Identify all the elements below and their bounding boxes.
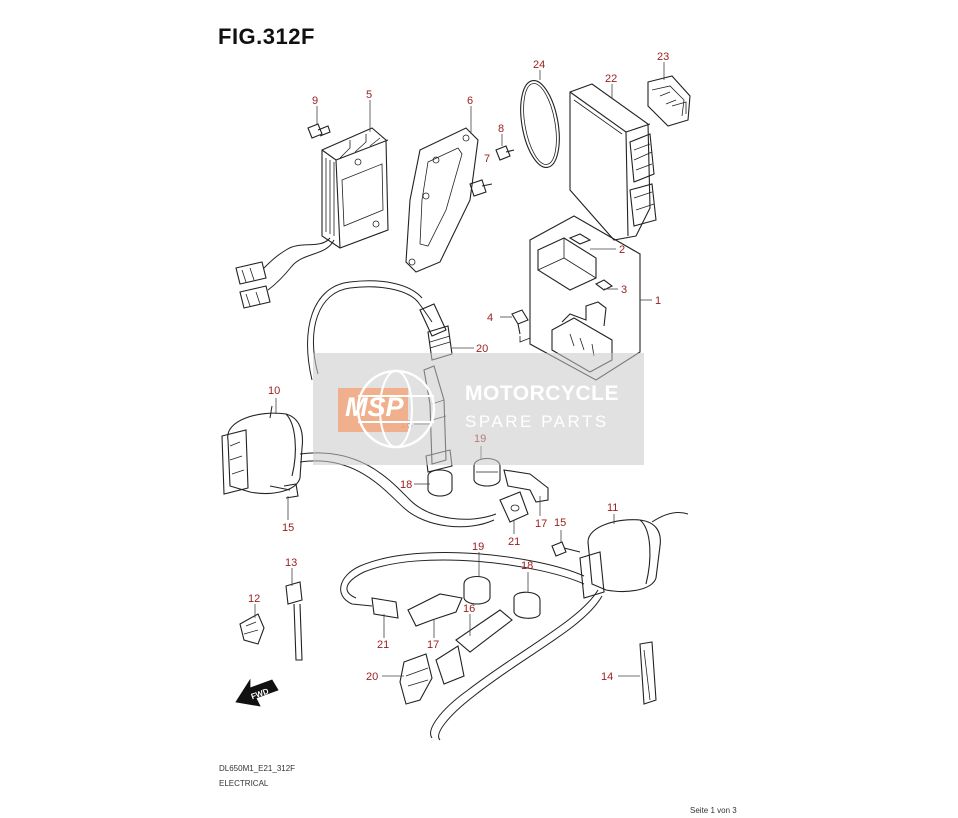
callout-12: 12 — [248, 593, 260, 605]
connector-23 — [647, 75, 691, 127]
callout-14: 14 — [601, 671, 613, 683]
bolts-7-8 — [469, 145, 515, 197]
callout-18b: 18 — [521, 560, 533, 572]
callout-20b: 20 — [366, 671, 378, 683]
callout-2: 2 — [619, 244, 625, 256]
callout-21a: 21 — [508, 536, 520, 548]
callout-15a: 15 — [282, 522, 294, 534]
callout-3: 3 — [621, 284, 627, 296]
callout-16b: 16 — [463, 603, 475, 615]
o-ring-24 — [520, 80, 560, 168]
bolt-15-left — [269, 483, 299, 499]
lower-boot-parts — [371, 575, 541, 705]
callout-1: 1 — [655, 295, 661, 307]
figure-title: FIG.312F — [218, 24, 315, 49]
cable-tie-13 — [285, 581, 303, 661]
callout-15b: 15 — [554, 517, 566, 529]
watermark-subtitle: SPARE PARTS — [465, 412, 609, 431]
callout-19b: 19 — [472, 541, 484, 553]
watermark-globe-icon — [338, 369, 436, 449]
callout-4: 4 — [487, 312, 493, 324]
callout-11: 11 — [607, 502, 618, 514]
ecm-22 — [569, 83, 657, 241]
footer-section: ELECTRICAL — [219, 779, 269, 788]
callout-13: 13 — [285, 557, 297, 569]
callout-17a: 17 — [535, 518, 547, 530]
ignition-coil-10 — [221, 405, 304, 495]
callout-23: 23 — [657, 51, 669, 63]
callout-22: 22 — [605, 73, 617, 85]
callout-17b: 17 — [427, 639, 439, 651]
footer-page: Seite 1 von 3 — [690, 806, 737, 815]
callout-6: 6 — [467, 95, 473, 107]
fwd-arrow-icon: FWD — [235, 678, 279, 707]
callout-5: 5 — [366, 89, 372, 101]
holder-14 — [639, 641, 657, 705]
bracket-6 — [405, 127, 479, 273]
callout-8: 8 — [498, 123, 504, 135]
callout-18a: 18 — [400, 479, 412, 491]
bolt-15-right — [551, 541, 581, 557]
clamp-12 — [239, 613, 265, 645]
callout-24: 24 — [533, 59, 545, 71]
ignition-coil-11 — [579, 511, 689, 599]
callout-7: 7 — [484, 153, 490, 165]
callout-21b: 21 — [377, 639, 389, 651]
watermark-logo-text: MSP — [345, 392, 404, 422]
footer-model-code: DL650M1_E21_312F — [219, 764, 296, 773]
screw-4 — [511, 309, 531, 343]
bolt-9 — [307, 123, 331, 139]
callout-20a: 20 — [476, 343, 488, 355]
callout-10: 10 — [268, 385, 280, 397]
relay-assembly-1 — [529, 215, 641, 381]
cable-11 — [340, 551, 585, 607]
watermark-title: MOTORCYCLE — [465, 382, 619, 405]
callout-9: 9 — [312, 95, 318, 107]
regulator-rectifier — [235, 127, 389, 309]
